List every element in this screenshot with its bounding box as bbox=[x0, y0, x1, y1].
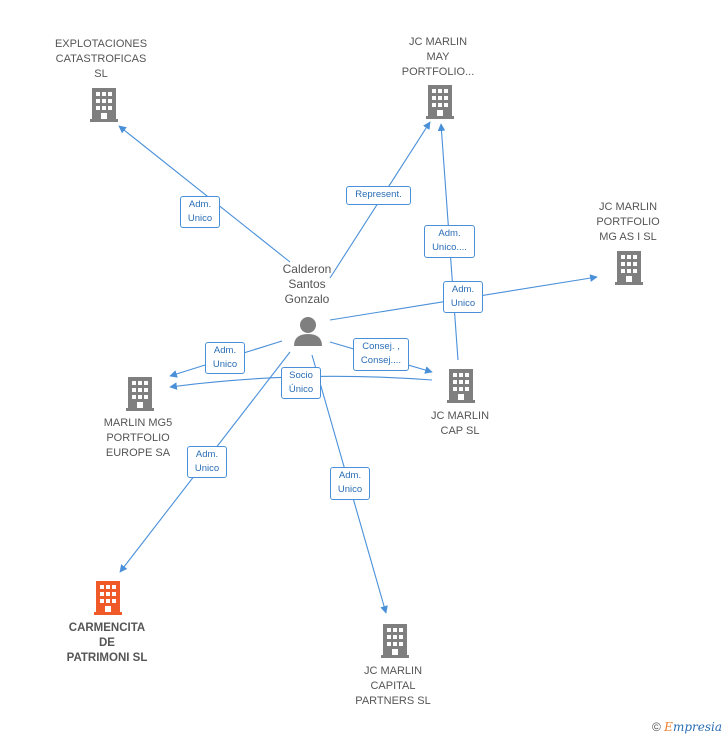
brand-logo: Empresia bbox=[664, 720, 722, 734]
company-explotaciones[interactable]: EXPLOTACIONES CATASTROFICAS SL bbox=[54, 38, 148, 80]
company-jc-marlin-cap[interactable]: JC MARLIN CAP SL bbox=[430, 410, 490, 437]
company-jc-marlin-mg-as[interactable]: JC MARLIN PORTFOLIO MG AS I SL bbox=[596, 201, 660, 243]
person-name[interactable]: Calderon Santos Gonzalo bbox=[282, 262, 332, 306]
relation-explotaciones[interactable]: Adm. Unico bbox=[180, 196, 220, 228]
relation-jc-may-represent[interactable]: Represent. bbox=[346, 186, 411, 205]
building-icon[interactable] bbox=[426, 85, 454, 119]
brand-credit[interactable]: © Empresia bbox=[652, 720, 722, 734]
building-icon[interactable] bbox=[90, 88, 118, 122]
company-carmencita[interactable]: CARMENCITA DE PATRIMONI SL bbox=[66, 622, 148, 664]
relation-consej[interactable]: Consej. , Consej.... bbox=[353, 338, 409, 371]
edge-explotaciones bbox=[118, 125, 291, 263]
copyright-icon: © bbox=[651, 720, 661, 734]
relation-jc-may-cap[interactable]: Adm. Unico.... bbox=[424, 225, 475, 258]
building-icon[interactable] bbox=[447, 369, 475, 403]
relation-jc-capital[interactable]: Adm. Unico bbox=[330, 467, 370, 500]
relation-jc-mg-as[interactable]: Adm. Unico bbox=[443, 281, 483, 313]
relation-socio[interactable]: Socio Único bbox=[281, 367, 321, 399]
company-marlin-mg5[interactable]: MARLIN MG5 PORTFOLIO EUROPE SA bbox=[103, 417, 173, 459]
relation-mg5[interactable]: Adm. Unico bbox=[205, 342, 245, 374]
building-icon[interactable] bbox=[126, 377, 154, 411]
building-icon[interactable] bbox=[94, 581, 122, 615]
company-jc-marlin-may[interactable]: JC MARLIN MAY PORTFOLIO... bbox=[401, 36, 475, 78]
person-icon[interactable] bbox=[294, 317, 322, 346]
building-icon[interactable] bbox=[615, 251, 643, 285]
relation-carmencita[interactable]: Adm. Unico bbox=[187, 446, 227, 478]
building-icon[interactable] bbox=[381, 624, 409, 658]
company-jc-marlin-capital[interactable]: JC MARLIN CAPITAL PARTNERS SL bbox=[355, 665, 431, 707]
